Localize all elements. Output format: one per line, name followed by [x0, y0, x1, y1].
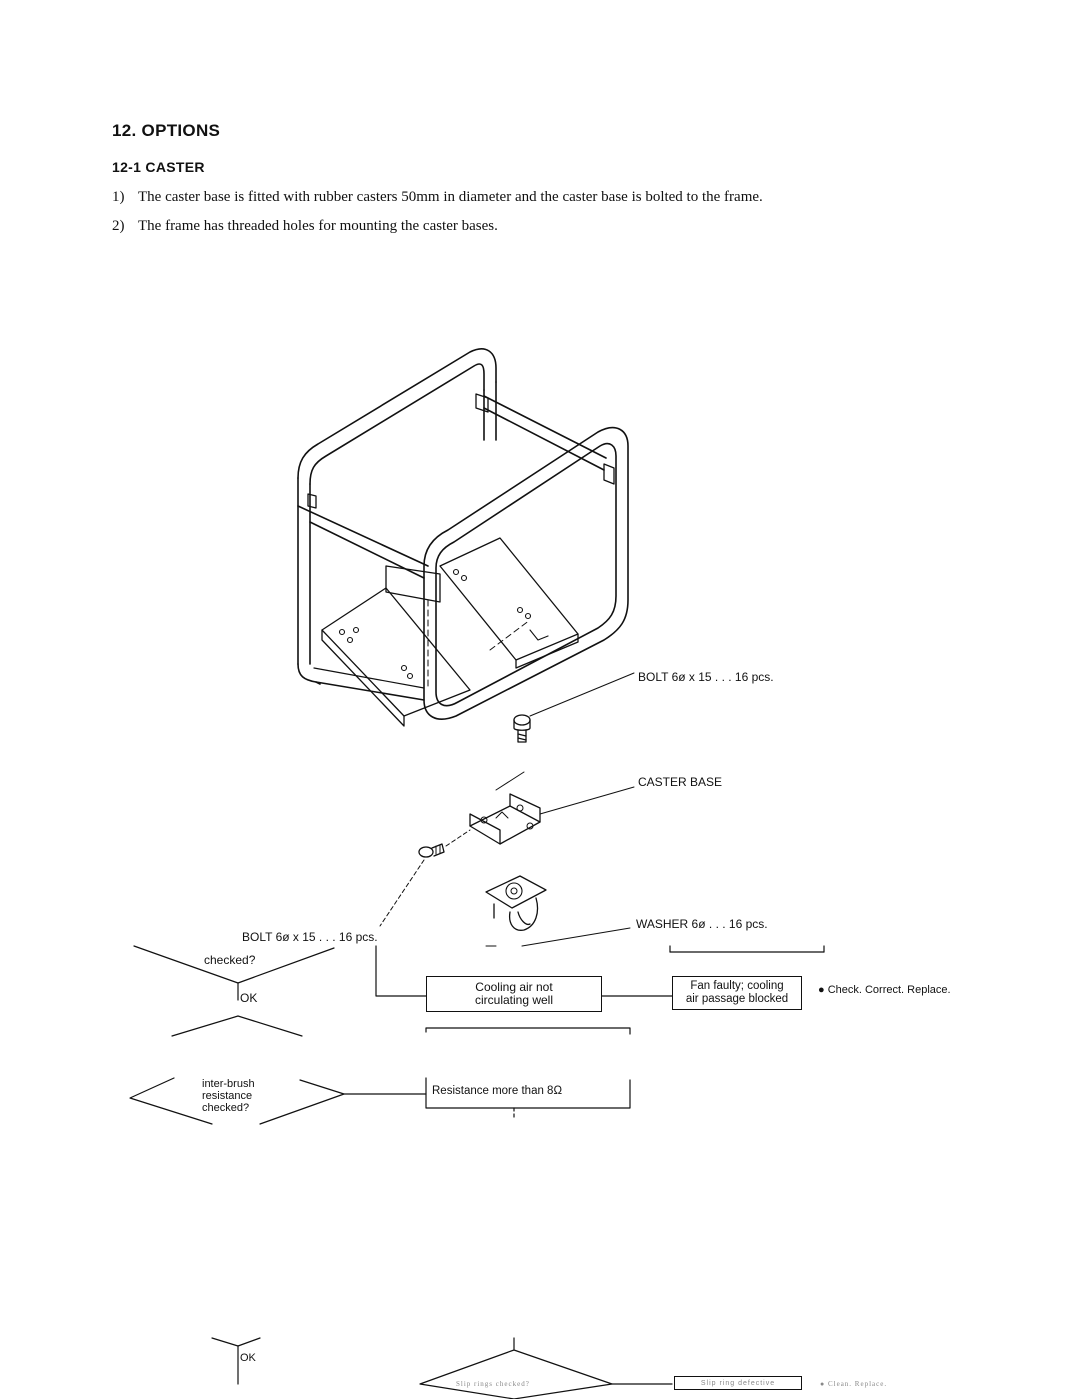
- frame-skid-rails: [321, 537, 579, 727]
- flow-question-checked: checked?: [204, 953, 256, 967]
- leader-line-caster-base: [539, 786, 635, 815]
- flow-question-line-3: checked?: [202, 1102, 250, 1114]
- flow-ok-2: OK: [240, 1352, 256, 1364]
- flow-action-fan: ● Check. Correct. Replace.: [818, 984, 951, 996]
- flow-box-cooling: Cooling air not circulating well: [426, 976, 602, 1012]
- flow-box-cooling-line-1: Cooling air not: [475, 980, 553, 994]
- frame-mounting-tabs: [307, 393, 615, 509]
- label-bolt-top: BOLT 6ø x 15 . . . 16 pcs.: [638, 670, 774, 684]
- flow-question-line-2: resistance: [202, 1090, 253, 1102]
- leader-line-bolt-assembly: [445, 829, 471, 847]
- label-bolt-left: BOLT 6ø x 15 . . . 16 pcs.: [242, 930, 378, 944]
- flow-box-cooling-line-2: circulating well: [474, 993, 554, 1007]
- flow-box-slip-ring-text: Slip ring defective: [700, 1379, 776, 1387]
- flow-question-slip-rings: Slip rings checked?: [456, 1380, 530, 1388]
- leader-line-frame: [495, 771, 525, 791]
- flow-box-fan: Fan faulty; cooling air passage blocked: [672, 976, 802, 1010]
- bolt-icon: [418, 843, 445, 858]
- frame-front-loop: [423, 426, 629, 720]
- label-washer: WASHER 6ø . . . 16 pcs.: [636, 917, 768, 931]
- frame-rear-loop: [297, 348, 497, 685]
- flow-question-inter-brush: inter-brush resistance checked?: [202, 1078, 255, 1114]
- frame-side-rails: [297, 395, 607, 701]
- paragraph-text: The frame has threaded holes for mountin…: [138, 218, 498, 234]
- paragraph-number: 2): [112, 218, 125, 234]
- flow-question-line-1: inter-brush: [202, 1078, 255, 1090]
- flow-box-fan-line-2: air passage blocked: [685, 993, 789, 1005]
- flow-box-resistance: Resistance more than 8Ω: [432, 1085, 563, 1097]
- section-heading: 12. OPTIONS: [112, 121, 221, 140]
- leader-line-washer: [521, 927, 631, 947]
- leader-line-bolt-left: [379, 859, 425, 927]
- caster-base-plate-icon: [469, 793, 541, 845]
- paragraph-text: The caster base is fitted with rubber ca…: [138, 189, 763, 205]
- flow-action-slip: ● Clean. Replace.: [820, 1380, 888, 1388]
- flow-box-slip-ring: Slip ring defective: [674, 1376, 802, 1390]
- label-caster-base: CASTER BASE: [638, 775, 723, 789]
- paragraph-number: 1): [112, 189, 125, 205]
- caster-wheel-icon: [485, 875, 547, 931]
- subsection-heading: 12-1 CASTER: [112, 159, 205, 175]
- flow-ok-1: OK: [240, 991, 258, 1005]
- bolt-icon: [513, 714, 531, 743]
- frame-hidden-lines: [309, 539, 531, 691]
- flowchart-lines: [129, 945, 825, 1399]
- flow-box-fan-line-1: Fan faulty; cooling: [690, 980, 784, 992]
- leader-line-bolt-top: [529, 672, 635, 717]
